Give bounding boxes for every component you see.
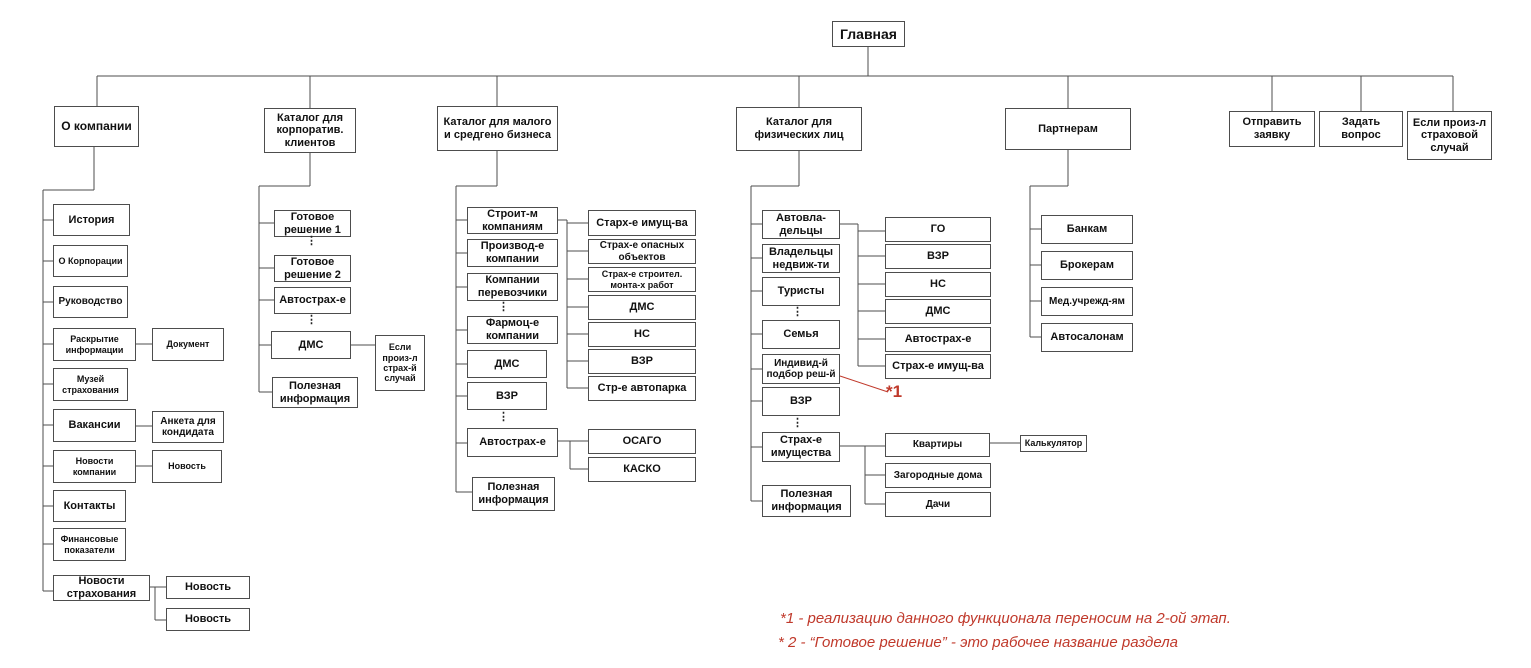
node-history[interactable]: История [53,204,130,236]
node-smb-production[interactable]: Производ-е компании [467,239,558,267]
node-smb-pharma[interactable]: Фармоц-е компании [467,316,558,344]
node-ind-family[interactable]: Семья [762,320,840,349]
node-smb-dms[interactable]: ДМС [467,350,547,378]
node-insurance-museum[interactable]: Музей страхования [53,368,128,401]
ellipsis-ind-2: ⋮ [792,417,803,429]
node-corp-auto[interactable]: Автострах-е [274,287,351,314]
node-ind-go[interactable]: ГО [885,217,991,242]
node-partner-banks[interactable]: Банкам [1041,215,1133,244]
node-news-2[interactable]: Новость [166,608,250,631]
node-corp-insured-event[interactable]: Если произ-л страх-й случай [375,335,425,391]
node-insurance-news[interactable]: Новости страхования [53,575,150,601]
footnote-2: * 2 - “Готовое решение” - это рабочее на… [778,634,1178,651]
node-corp-ready-solution-2[interactable]: Готовое решение 2 [274,255,351,282]
node-smb-kasko[interactable]: КАСКО [588,457,696,482]
node-smb-property[interactable]: Старх-е имущ-ва [588,210,696,236]
node-smb-carriers[interactable]: Компании перевозчики [467,273,558,301]
node-smb-fleet[interactable]: Стр-е автопарка [588,376,696,401]
node-smb-hazardous[interactable]: Страх-е опасных объектов [588,239,696,264]
section-partners[interactable]: Партнерам [1005,108,1131,150]
node-partner-medical[interactable]: Мед.учрежд-ям [1041,287,1133,316]
node-smb-building-works[interactable]: Страх-е строител. монта-х работ [588,267,696,292]
section-corporate-catalog[interactable]: Каталог для корпоратив. клиентов [264,108,356,153]
node-ind-apartments[interactable]: Квартиры [885,433,990,457]
node-ind-individual-selection[interactable]: Индивид-й подбор реш-й [762,354,840,384]
node-ind-a-dms[interactable]: ДМС [885,299,991,324]
node-ind-tourists[interactable]: Туристы [762,277,840,306]
ellipsis-ind-1: ⋮ [792,306,803,318]
node-ind-car-owners[interactable]: Автовла-дельцы [762,210,840,239]
section-ask-question[interactable]: Задать вопрос [1319,111,1403,147]
node-about-corporation[interactable]: О Корпорации [53,245,128,277]
node-document[interactable]: Документ [152,328,224,361]
ellipsis-corp-2: ⋮ [306,314,317,326]
node-smb-osago[interactable]: ОСАГО [588,429,696,454]
node-ind-a-auto[interactable]: Автострах-е [885,327,991,352]
ellipsis-smb-2: ⋮ [498,411,509,423]
node-ind-calculator[interactable]: Калькулятор [1020,435,1087,452]
node-contacts[interactable]: Контакты [53,490,126,522]
section-insured-event[interactable]: Если произ-л страховой случай [1407,111,1492,160]
section-send-request[interactable]: Отправить заявку [1229,111,1315,147]
node-corp-dms[interactable]: ДМС [271,331,351,359]
node-ind-real-estate[interactable]: Владельцы недвиж-ти [762,244,840,273]
node-management[interactable]: Руководство [53,286,128,318]
node-ind-a-vzr[interactable]: ВЗР [885,244,991,269]
node-disclosure[interactable]: Раскрытие информации [53,328,136,361]
node-smb-auto[interactable]: Автострах-е [467,428,558,457]
node-smb-c-vzr[interactable]: ВЗР [588,349,696,374]
node-ind-a-ns[interactable]: НС [885,272,991,297]
node-ind-useful-info[interactable]: Полезная информация [762,485,851,517]
section-individuals-catalog[interactable]: Каталог для физических лиц [736,107,862,151]
node-ind-vzr[interactable]: ВЗР [762,387,840,416]
ellipsis-corp-1: ⋮ [306,235,317,247]
footnote-mark: *1 [886,382,903,401]
footnote-1: *1 - реализацию данного функционала пере… [780,610,1231,627]
node-partner-brokers[interactable]: Брокерам [1041,251,1133,280]
node-smb-useful-info[interactable]: Полезная информация [472,477,555,511]
node-vacancies[interactable]: Вакансии [53,409,136,442]
node-ind-country-houses[interactable]: Загородные дома [885,463,991,488]
node-corp-useful-info[interactable]: Полезная информация [272,377,358,408]
node-smb-c-dms[interactable]: ДМС [588,295,696,320]
node-corp-ready-solution-1[interactable]: Готовое решение 1 [274,210,351,237]
node-company-news[interactable]: Новости компании [53,450,136,483]
node-ind-a-property[interactable]: Страх-е имущ-ва [885,354,991,379]
ellipsis-smb-1: ⋮ [498,301,509,313]
section-about-company[interactable]: О компании [54,106,139,147]
node-financials[interactable]: Финансовые показатели [53,528,126,561]
node-news-1[interactable]: Новость [166,576,250,599]
node-ind-property[interactable]: Страх-е имущества [762,432,840,462]
node-smb-construction[interactable]: Строит-м компаниям [467,207,558,234]
node-smb-vzr[interactable]: ВЗР [467,382,547,410]
node-partner-dealers[interactable]: Автосалонам [1041,323,1133,352]
root-node-main[interactable]: Главная [832,21,905,47]
node-ind-dachas[interactable]: Дачи [885,492,991,517]
node-smb-c-ns[interactable]: НС [588,322,696,347]
node-news-item[interactable]: Новость [152,450,222,483]
section-smb-catalog[interactable]: Каталог для малого и средгено бизнеса [437,106,558,151]
node-application-form[interactable]: Анкета для кондидата [152,411,224,443]
